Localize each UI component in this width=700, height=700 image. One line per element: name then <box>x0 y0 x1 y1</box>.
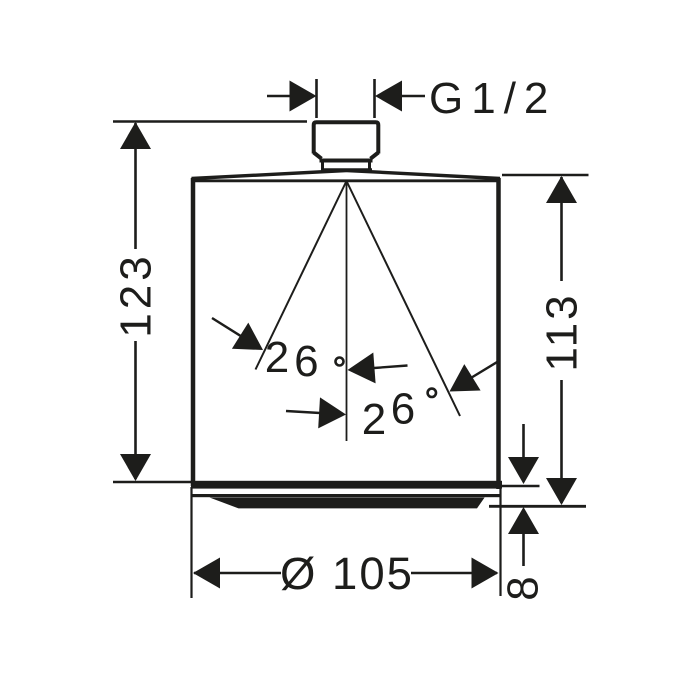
svg-text:6: 6 <box>391 385 418 434</box>
svg-text:G1/2: G1/2 <box>429 74 556 123</box>
svg-text:123: 123 <box>112 252 161 337</box>
svg-text:Ø 105: Ø 105 <box>280 548 414 599</box>
svg-text:113: 113 <box>538 292 587 371</box>
svg-text:2: 2 <box>265 333 292 382</box>
svg-text:2: 2 <box>362 395 389 444</box>
svg-text:8: 8 <box>499 573 548 600</box>
svg-text:6: 6 <box>294 337 321 386</box>
